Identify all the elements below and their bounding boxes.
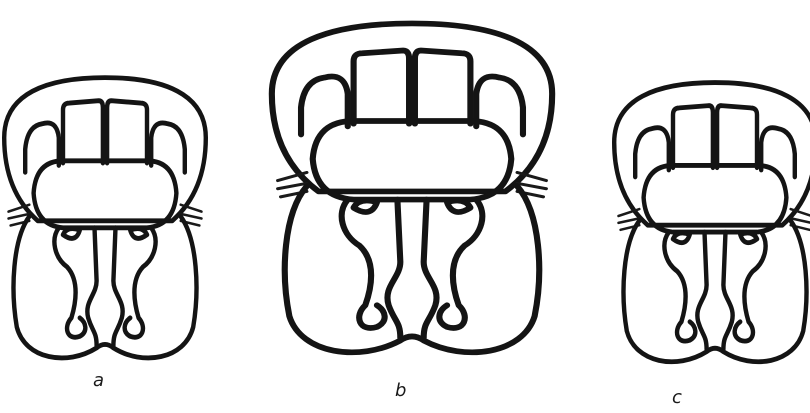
panel-c-drawing — [614, 83, 810, 362]
panel-label-a: a — [93, 372, 104, 390]
panel-b-drawing — [272, 23, 552, 352]
panel-a-drawing — [4, 78, 206, 358]
panel-label-c: c — [672, 389, 682, 407]
panel-label-b: b — [395, 382, 406, 400]
